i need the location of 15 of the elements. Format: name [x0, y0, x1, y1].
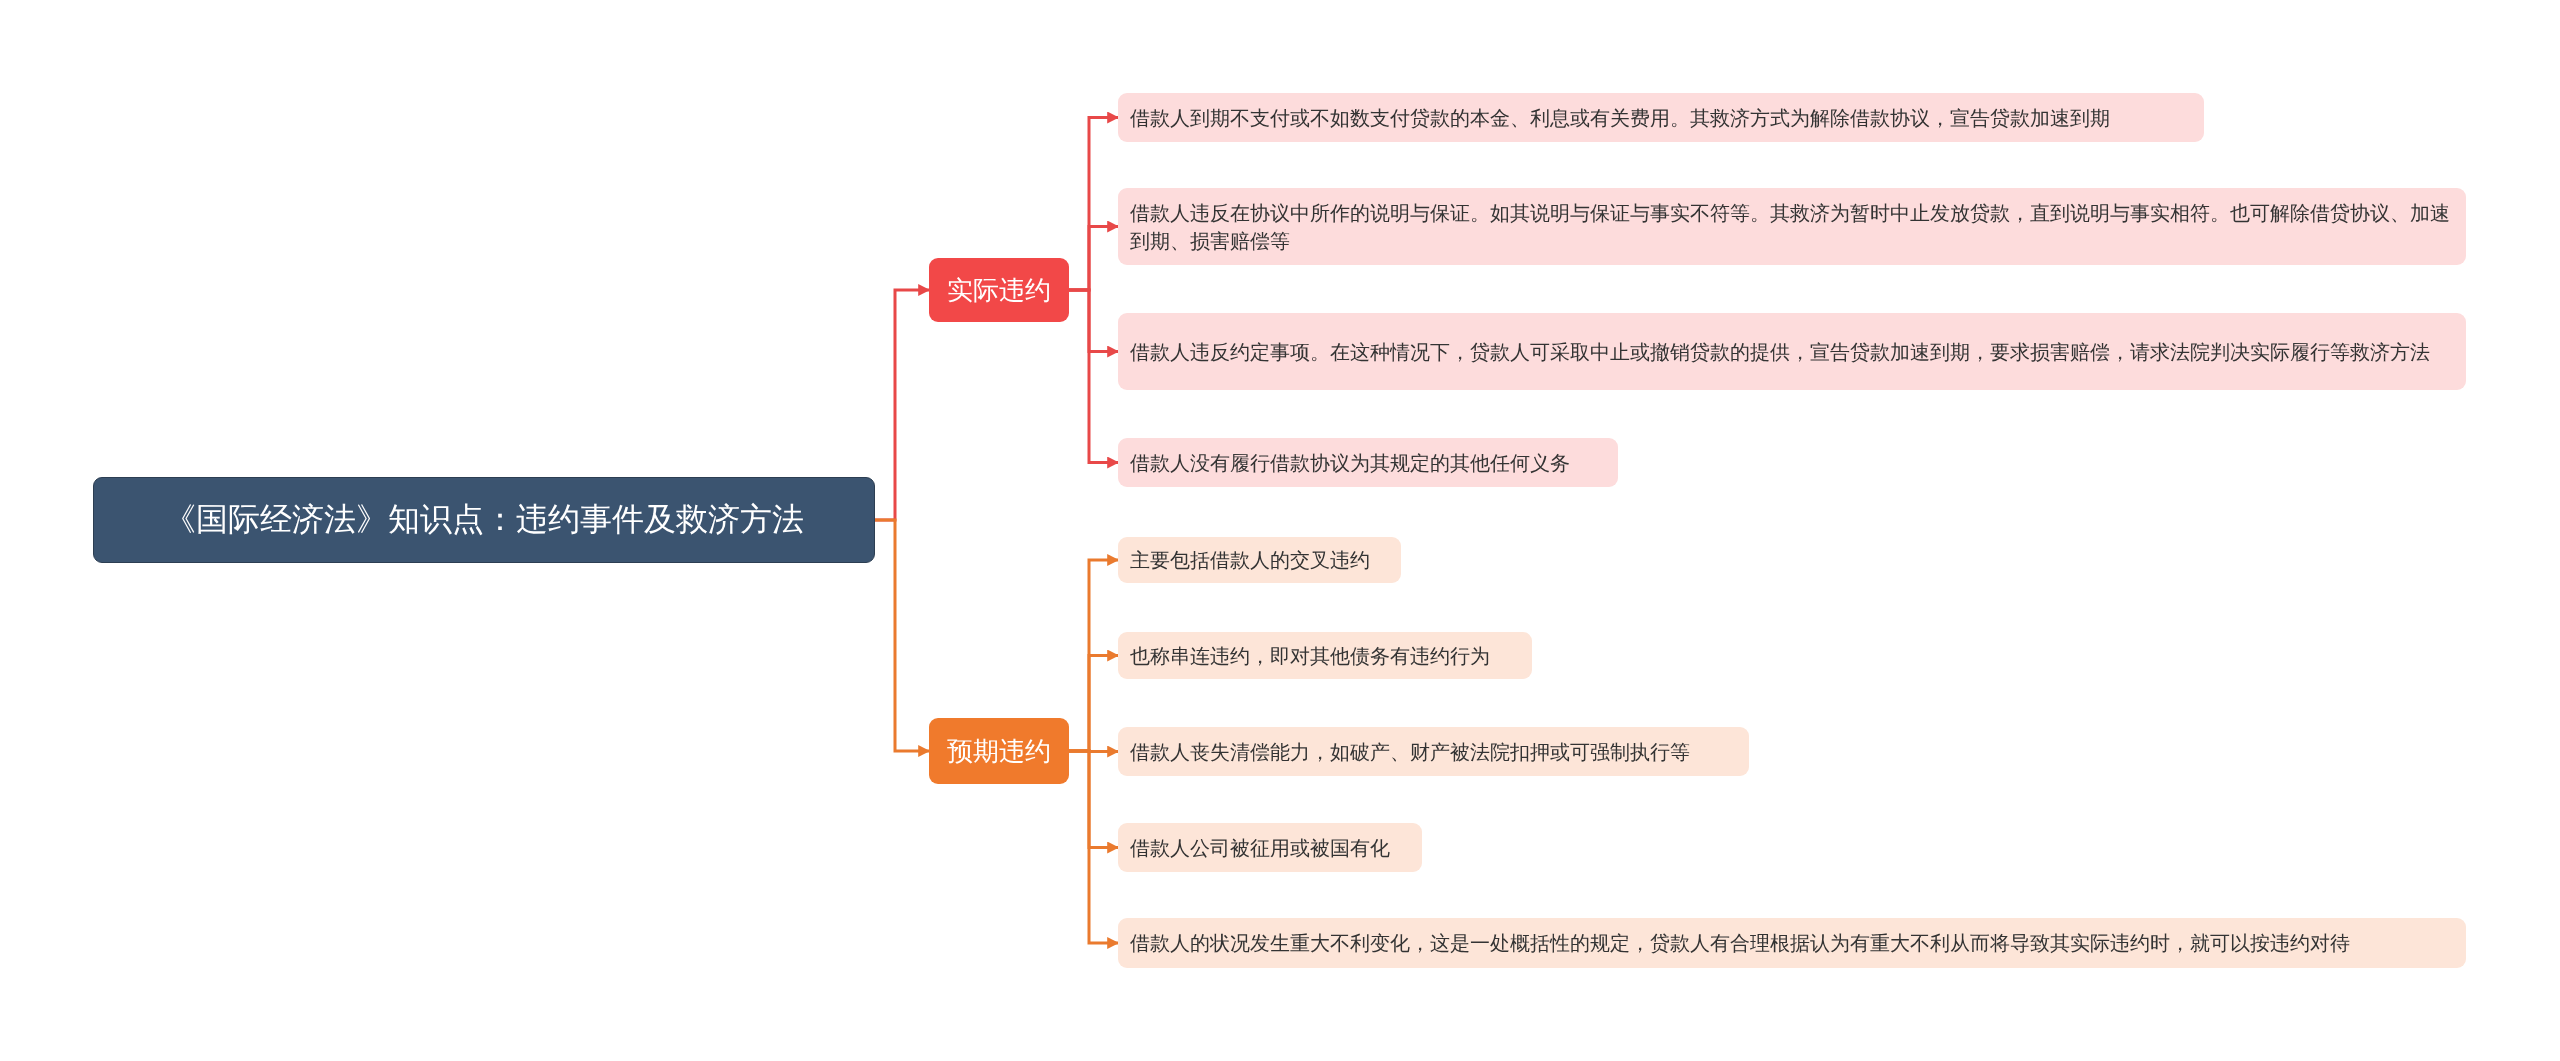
note-box: 主要包括借款人的交叉违约	[1118, 537, 1401, 583]
note-box: 借款人没有履行借款协议为其规定的其他任何义务	[1118, 438, 1618, 487]
connector-arrow	[1069, 749, 1120, 949]
branch-topic-box: 实际违约	[929, 258, 1069, 322]
branch-topic-box: 预期违约	[929, 718, 1069, 784]
connector-arrow	[875, 518, 931, 757]
note-box: 借款人违反在协议中所作的说明与保证。如其说明与保证与事实不符等。其救济为暂时中止发放贷款，直到说明与事实相符。也可解除借贷协议、加速到期、损害赔偿等	[1118, 188, 2466, 265]
note-box: 借款人违反约定事项。在这种情况下，贷款人可采取中止或撤销贷款的提供，宣告贷款加速到期，要求损害赔偿，请求法院判决实际履行等救济方法	[1118, 313, 2466, 390]
note-box: 借款人的状况发生重大不利变化，这是一处概括性的规定，贷款人有合理根据认为有重大不利从而将导致其实际违约时，就可以按违约对待	[1118, 918, 2466, 968]
connector-arrow	[1069, 288, 1120, 469]
root-topic-box: 《国际经济法》知识点：违约事件及救济方法	[93, 477, 875, 563]
note-box: 借款人到期不支付或不如数支付贷款的本金、利息或有关费用。其救济方式为解除借款协议，宣告贷款加速到期	[1118, 93, 2204, 142]
note-box: 也称串连违约，即对其他债务有违约行为	[1118, 632, 1532, 679]
note-box: 借款人公司被征用或被国有化	[1118, 823, 1422, 872]
note-box: 借款人丧失清偿能力，如破产、财产被法院扣押或可强制执行等	[1118, 727, 1749, 776]
